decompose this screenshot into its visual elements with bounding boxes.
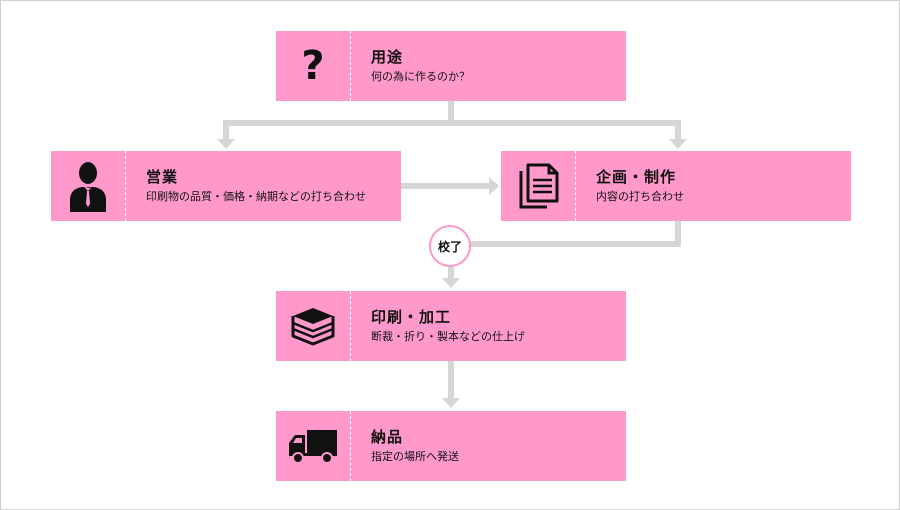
- connector-sales-to-planning: [401, 183, 489, 189]
- step-planning-desc: 内容の打ち合わせ: [596, 190, 684, 203]
- question-icon: ?: [276, 31, 351, 101]
- step-usage-desc: 何の為に作るのか？: [371, 70, 470, 83]
- step-delivery-title: 納品: [371, 428, 404, 446]
- step-delivery: 納品 指定の場所へ発送: [276, 411, 626, 481]
- step-usage-title: 用途: [371, 48, 404, 66]
- step-sales-desc: 印刷物の品質・価格・納期などの打ち合わせ: [146, 190, 366, 203]
- truck-icon: [276, 411, 351, 481]
- arrowhead-to-delivery: [442, 398, 460, 408]
- step-printing: 印刷・加工 断裁・折り・製本などの仕上げ: [276, 291, 626, 361]
- step-planning: 企画・制作 内容の打ち合わせ: [501, 151, 851, 221]
- connector-proof-down: [448, 263, 454, 279]
- arrowhead-to-sales: [217, 139, 235, 149]
- connector-printing-to-delivery: [448, 361, 454, 399]
- step-sales-title: 営業: [146, 168, 179, 186]
- paper-stack-icon: [276, 291, 351, 361]
- arrowhead-to-planning: [669, 139, 687, 149]
- step-printing-title: 印刷・加工: [371, 308, 452, 326]
- proof-approved-badge: 校了: [429, 225, 471, 267]
- step-printing-desc: 断裁・折り・製本などの仕上げ: [371, 330, 525, 343]
- arrowhead-to-printing: [442, 278, 460, 288]
- connector-branch-left: [223, 120, 229, 140]
- connector-planning-to-proof: [451, 241, 681, 247]
- step-usage: ? 用途 何の為に作るのか？: [276, 31, 626, 101]
- connector-usage-down: [448, 101, 454, 121]
- step-sales: 営業 印刷物の品質・価格・納期などの打ち合わせ: [51, 151, 401, 221]
- connector-branch-right: [675, 120, 681, 140]
- person-icon: [51, 151, 126, 221]
- step-delivery-desc: 指定の場所へ発送: [371, 450, 459, 463]
- arrowhead-sales-to-planning: [489, 177, 499, 195]
- documents-icon: [501, 151, 576, 221]
- step-planning-title: 企画・制作: [596, 168, 677, 186]
- connector-branch-horizontal: [223, 120, 681, 126]
- connector-planning-down: [675, 221, 681, 247]
